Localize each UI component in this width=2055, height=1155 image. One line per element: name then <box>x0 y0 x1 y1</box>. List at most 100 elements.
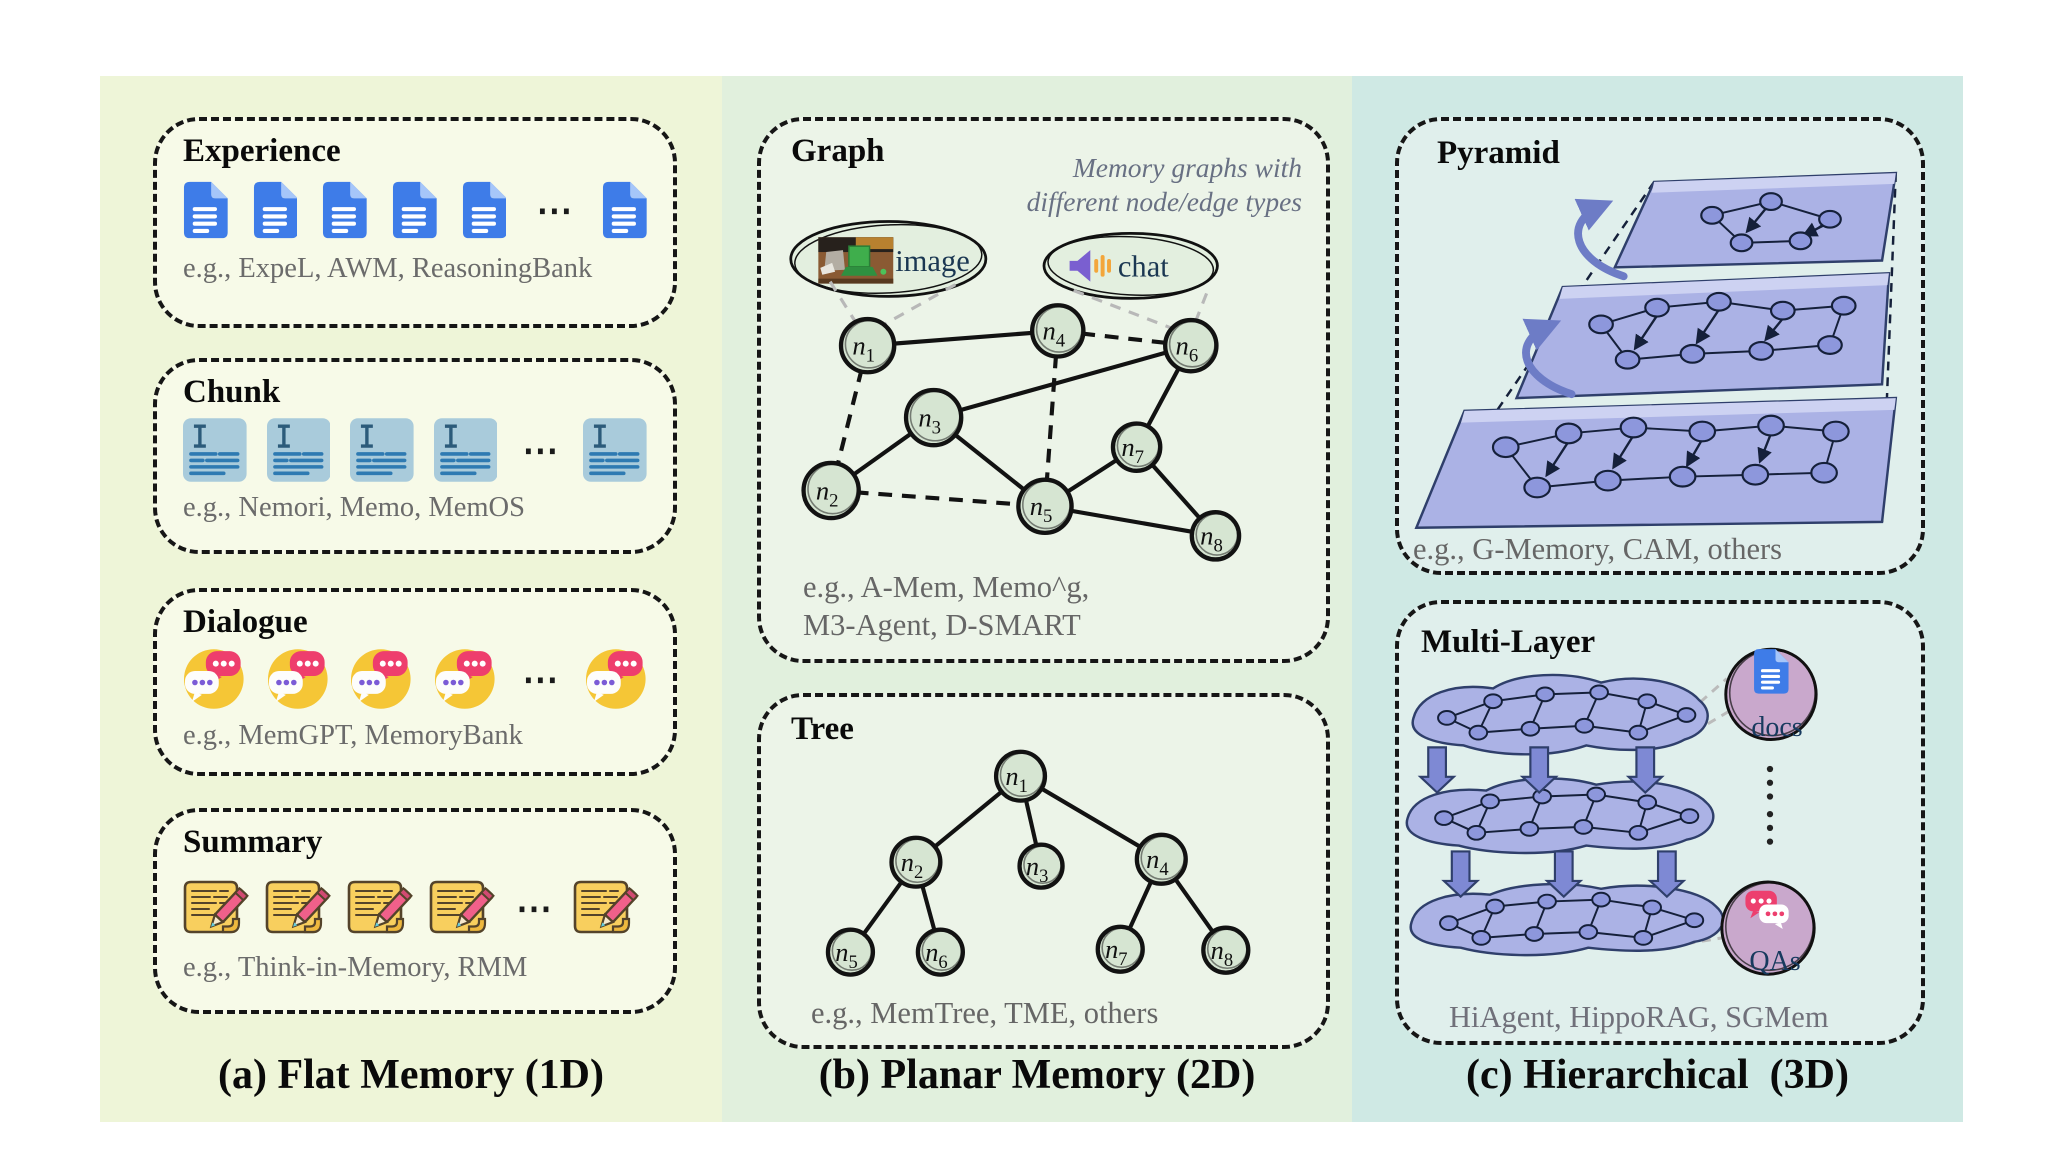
pyramid-title: Pyramid <box>1437 135 1560 171</box>
graph-example: e.g., A-Mem, Memo^g, M3-Agent, D-SMART <box>803 570 1090 643</box>
dialogue-box: Dialogue ⋯ e.g., MemGPT, MemoryBank <box>153 588 677 776</box>
chat-bubbles-icon <box>267 649 328 710</box>
document-icon <box>392 182 437 239</box>
node-n8 <box>1189 510 1242 562</box>
graph-annotation: Memory graphs with different node/edge t… <box>1026 152 1302 217</box>
node-n6 <box>1163 317 1219 374</box>
ellipsis-dots: ⋯ <box>516 888 552 929</box>
docs-circle <box>1724 647 1818 741</box>
summary-box: Summary ⋯ e.g., Think-in-Memory, RMM <box>153 808 677 1014</box>
pyramid-box: Pyramid e.g., G-Memory, CAM, others <box>1395 117 1925 575</box>
multilayer-box: Multi-Layer docs QAs HiAgent, HippoRAG, … <box>1395 600 1925 1045</box>
pyramid-example: e.g., G-Memory, CAM, others <box>1413 532 1783 566</box>
qas-label: QAs <box>1749 946 1801 977</box>
downward-block-arrows <box>1417 746 1687 899</box>
chat-bubbles-icon <box>183 649 244 710</box>
chunk-box: Chunk ⋯ e.g., Nemori, Memo, MemOS <box>153 358 677 554</box>
node-sketch-n2 <box>807 463 859 515</box>
experience-box: Experience ⋯ e.g., ExpeL, AWM, Reasoning… <box>153 117 677 328</box>
node-sketch-n2 <box>895 838 940 884</box>
node-sketch-n8 <box>1206 928 1248 970</box>
summary-example: e.g., Think-in-Memory, RMM <box>183 952 528 984</box>
qas-circle <box>1720 880 1816 976</box>
edge-n1-n4 <box>1019 774 1163 862</box>
text-chunk-icon <box>183 418 247 483</box>
ellipse-label-image: image <box>895 244 970 278</box>
layer-graph-edges <box>1443 691 1695 939</box>
edge-n2-n5 <box>831 488 1046 509</box>
text-chunk-icon <box>266 418 331 483</box>
experience-icon-row: ⋯ <box>183 181 648 239</box>
node-n7 <box>1095 924 1145 974</box>
gray-connector <box>1194 292 1209 322</box>
tree-example: e.g., MemTree, TME, others <box>811 996 1159 1030</box>
multilayer-graphic <box>1405 647 1818 976</box>
chat-bubbles-icon <box>434 649 495 710</box>
dialogue-icon-row: ⋯ <box>183 648 647 710</box>
ellipsis-dots: ⋯ <box>522 659 559 700</box>
image-node-ellipse <box>789 220 988 298</box>
edge-n3-n6 <box>933 343 1192 420</box>
chunk-example: e.g., Nemori, Memo, MemOS <box>183 492 525 524</box>
note-pencil-icon <box>183 880 249 934</box>
speaker-icon <box>1069 250 1111 282</box>
node-n7 <box>1110 421 1163 473</box>
gray-connector <box>828 280 859 325</box>
summary-icon-row: ⋯ <box>183 876 647 940</box>
text-chunk-icon <box>433 418 498 483</box>
tree-title: Tree <box>791 711 854 747</box>
graph-static-art <box>789 220 1219 300</box>
chunk-icon-row: ⋯ <box>183 418 647 483</box>
ellipse-label-chat: chat <box>1118 250 1169 284</box>
note-pencil-icon <box>347 880 413 934</box>
pyramid-arrows <box>1545 208 1825 478</box>
multilayer-example: HiAgent, HippoRAG, SGMem <box>1449 1000 1829 1034</box>
node-n2 <box>801 460 861 521</box>
edge-n1-n4 <box>867 328 1058 348</box>
node-n3 <box>1017 842 1065 890</box>
qas-chat-icon <box>1745 890 1789 930</box>
summary-title: Summary <box>183 824 323 860</box>
node-n4 <box>1134 832 1188 886</box>
gray-connector <box>1072 289 1172 330</box>
node-n3 <box>903 387 964 448</box>
node-sketch-n1 <box>999 752 1045 798</box>
node-sketch-n5 <box>831 930 873 972</box>
caption-flat-memory: (a) Flat Memory (1D) <box>218 1052 604 1098</box>
node-n1 <box>838 316 897 375</box>
experience-example: e.g., ExpeL, AWM, ReasoningBank <box>183 253 593 285</box>
pyramid-nodes <box>1491 192 1857 499</box>
upward-curved-arrows <box>1522 198 1628 399</box>
node-n4 <box>1030 303 1086 359</box>
dialogue-title: Dialogue <box>183 604 308 640</box>
node-sketch-n4 <box>1035 305 1083 353</box>
dialogue-example: e.g., MemGPT, MemoryBank <box>183 720 523 752</box>
document-icon <box>183 182 228 239</box>
node-sketch-n6 <box>1168 320 1216 368</box>
caption-planar-memory: (b) Planar Memory (2D) <box>818 1052 1256 1098</box>
chunk-title: Chunk <box>183 374 281 410</box>
ellipsis-dots: ⋯ <box>536 190 573 231</box>
panel-flat-memory: Experience ⋯ e.g., ExpeL, AWM, Reasoning… <box>100 76 722 1122</box>
vertical-ellipsis-dots <box>1766 765 1774 845</box>
node-sketch-n6 <box>921 930 963 972</box>
chat-node-ellipse <box>1042 231 1219 300</box>
docs-label: docs <box>1751 712 1803 743</box>
layer-graph-nodes <box>1434 684 1705 946</box>
scene-image-thumbnail <box>818 237 894 284</box>
node-sketch-n4 <box>1140 835 1186 881</box>
note-pencil-icon <box>265 880 331 934</box>
ellipsis-dots: ⋯ <box>522 430 559 471</box>
experience-title: Experience <box>183 133 341 169</box>
chat-bubbles-icon <box>351 649 411 710</box>
caption-hierarchical-memory: (c) Hierarchical (3D) <box>1466 1052 1849 1098</box>
text-chunk-icon <box>583 418 647 483</box>
document-icon <box>603 182 648 239</box>
document-icon <box>253 182 298 239</box>
node-sketch-n3 <box>909 390 961 442</box>
